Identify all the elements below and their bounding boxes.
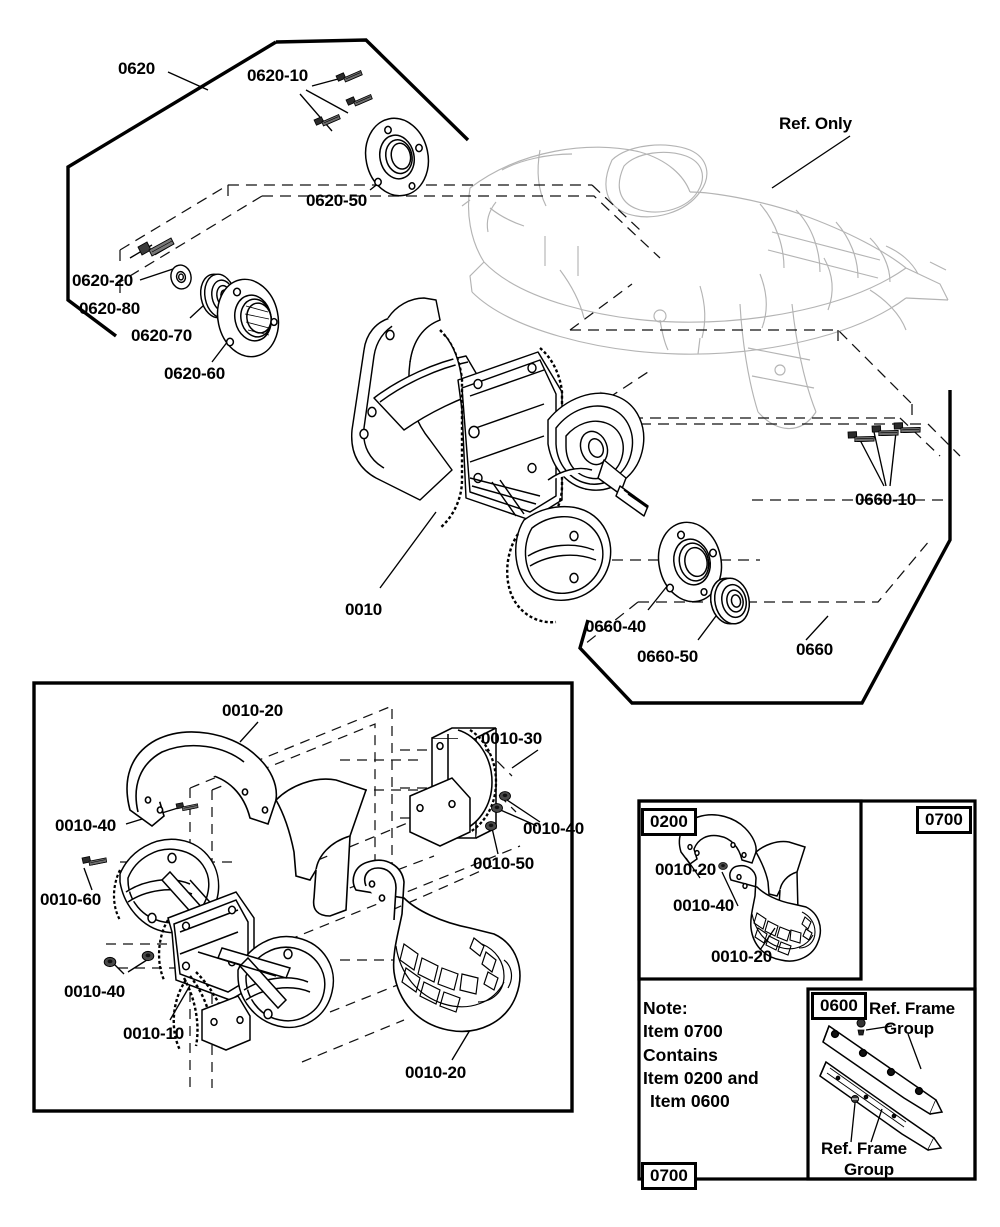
- callout-ref-only: Ref. Only: [779, 114, 852, 133]
- callout-0620-20: 0620-20: [72, 271, 133, 290]
- callout-0200-0010-40: 0010-40: [673, 896, 734, 915]
- callout-0620-50: 0620-50: [306, 191, 367, 210]
- nut-0010-40-box0200: [718, 862, 728, 870]
- flange-0620-60: [216, 278, 280, 358]
- callout-0600-ref-frame-group-top-line2: Group: [884, 1019, 934, 1038]
- callout-0010-10: 0010-10: [123, 1024, 184, 1043]
- callout-0660-50: 0660-50: [637, 647, 698, 666]
- note-line-1: Note:: [643, 998, 688, 1018]
- note-line-5: Item 0600: [650, 1091, 730, 1112]
- box-0600-parts: [819, 1024, 944, 1152]
- note-line-4: Item 0200 and: [643, 1067, 759, 1088]
- assembly-0010-10: [112, 838, 335, 1051]
- flange-0620-50: [364, 117, 430, 197]
- shroud-0010-20-lower: [352, 859, 521, 1033]
- box-tag-0700-top: 0700: [916, 806, 972, 834]
- bracket-0010-30: [409, 727, 498, 847]
- box-0200-leaders: [685, 857, 776, 951]
- callout-0010-20-top: 0010-20: [222, 701, 283, 720]
- callout-0010: 0010: [345, 600, 383, 619]
- box-tag-0700-bottom: 0700: [641, 1162, 697, 1190]
- callout-0010-30: 0010-30: [481, 729, 542, 748]
- box-0200-texture: [751, 911, 816, 956]
- group-boundary-0660: [578, 390, 952, 705]
- assembly-dashed-guides: [119, 184, 961, 649]
- callout-0010-20-bottom: 0010-20: [405, 1063, 466, 1082]
- bolt-group-0660-10: [845, 415, 923, 450]
- callout-0620-10: 0620-10: [247, 66, 308, 85]
- box-0200-parts: [678, 814, 822, 962]
- callout-0660-10: 0660-10: [855, 490, 916, 509]
- box-tag-0200: 0200: [641, 808, 697, 836]
- callout-0660-40: 0660-40: [585, 617, 646, 636]
- callout-0010-40-left: 0010-40: [55, 816, 116, 835]
- bolt-group-0620-10: [313, 67, 374, 129]
- detail-box-leader-lines: [83, 721, 541, 1061]
- bolt-0620-20: [137, 237, 175, 257]
- callout-0200-0010-20-upper: 0010-20: [655, 860, 716, 879]
- shroud-0010-20-upper: [126, 731, 368, 917]
- note-line-2: Item 0700: [643, 1021, 723, 1042]
- callout-0600-ref-frame-group-top-line1: Ref. Frame: [869, 999, 955, 1018]
- note-block: Note: Item 0700 Contains Item 0200 and I…: [643, 997, 759, 1113]
- box-0600-fasteners: [850, 1018, 866, 1104]
- callout-0010-40-right: 0010-40: [523, 819, 584, 838]
- callout-0620-60: 0620-60: [164, 364, 225, 383]
- callout-0620-70: 0620-70: [131, 326, 192, 345]
- shroud-0010-20-lower-texture: [395, 937, 513, 1013]
- ref-only-ghost-machine: [461, 144, 949, 430]
- box-0600-leaders: [850, 1025, 922, 1143]
- washer-0620-80: [170, 264, 192, 290]
- note-line-3: Contains: [643, 1044, 718, 1065]
- main-assembly-0010: [350, 297, 649, 624]
- callout-0620: 0620: [118, 59, 156, 78]
- flange-0660-40: [657, 521, 723, 603]
- callout-0010-40-lower: 0010-40: [64, 982, 125, 1001]
- bearing-0660-50: [709, 577, 751, 625]
- box-0600-frame: [806, 987, 977, 1181]
- callout-0600-ref-frame-group-bottom-line2: Group: [844, 1160, 894, 1179]
- callout-0010-60: 0010-60: [40, 890, 101, 909]
- group-boundary-0620: [66, 38, 470, 338]
- detail-box-0010-frame: [32, 681, 574, 1113]
- callout-0600-ref-frame-group-bottom-line1: Ref. Frame: [821, 1139, 907, 1158]
- callout-0620-80: 0620-80: [79, 299, 140, 318]
- callout-0200-0010-20-lower: 0010-20: [711, 947, 772, 966]
- box-tag-0600: 0600: [811, 992, 867, 1020]
- callout-0010-50: 0010-50: [473, 854, 534, 873]
- callout-0660: 0660: [796, 640, 834, 659]
